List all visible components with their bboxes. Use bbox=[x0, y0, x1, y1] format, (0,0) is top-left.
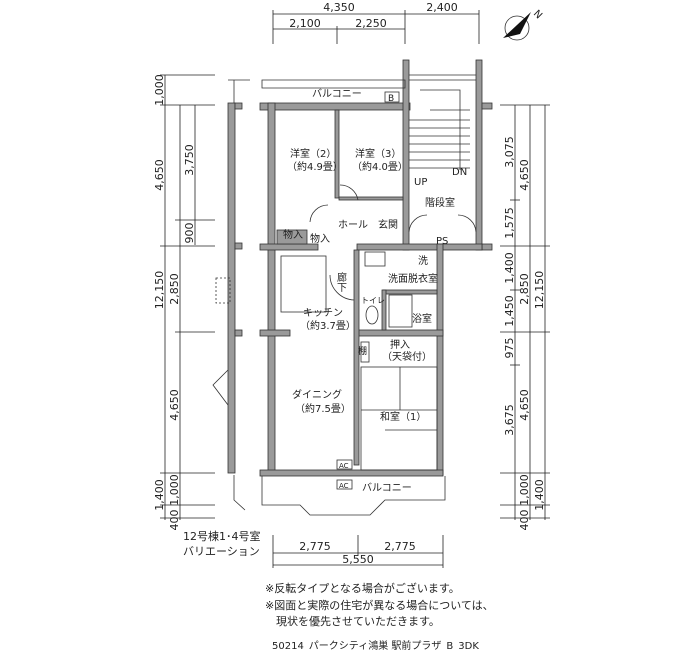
svg-text:（約7.5畳）: （約7.5畳） bbox=[295, 402, 351, 415]
fixtures bbox=[261, 74, 477, 516]
svg-text:物入: 物入 bbox=[283, 228, 303, 241]
svg-text:（約4.0畳）: （約4.0畳） bbox=[352, 160, 408, 173]
note-3: 現状を優先させていただきます。 bbox=[265, 615, 440, 628]
label-stairwell: 階段室 bbox=[425, 196, 455, 209]
svg-text:物入: 物入 bbox=[310, 232, 330, 245]
note-1: ※反転タイプとなる場合がございます。 bbox=[265, 582, 460, 595]
svg-text:400: 400 bbox=[168, 510, 181, 531]
svg-text:（約3.7畳）: （約3.7畳） bbox=[300, 319, 356, 332]
svg-text:5,550: 5,550 bbox=[342, 553, 374, 566]
svg-text:4,650: 4,650 bbox=[518, 159, 531, 191]
label-balcony-bottom: バルコニー bbox=[362, 482, 412, 494]
label-hall: ホール bbox=[338, 219, 368, 231]
svg-text:2,850: 2,850 bbox=[168, 273, 181, 305]
svg-text:1,575: 1,575 bbox=[503, 207, 516, 239]
label-kitchen: キッチン bbox=[303, 307, 343, 319]
svg-text:4,650: 4,650 bbox=[153, 159, 166, 191]
label-closet: 押入 bbox=[390, 338, 410, 351]
caption-line2: バリエーション bbox=[183, 545, 260, 558]
svg-text:トイレ: トイレ bbox=[361, 296, 385, 305]
svg-text:400: 400 bbox=[518, 510, 531, 531]
svg-text:1,400: 1,400 bbox=[153, 479, 166, 511]
svg-text:3,675: 3,675 bbox=[503, 404, 516, 436]
top-dimensions: 4,350 2,400 2,100 2,250 bbox=[272, 1, 480, 44]
svg-text:洗: 洗 bbox=[418, 255, 428, 267]
label-japanese: 和室（1） bbox=[380, 410, 426, 423]
svg-text:1,450: 1,450 bbox=[503, 295, 516, 327]
svg-text:AC: AC bbox=[339, 482, 349, 490]
label-dining: ダイニング bbox=[292, 388, 342, 401]
svg-text:4,650: 4,650 bbox=[518, 389, 531, 421]
label-western2: 洋室（2） bbox=[290, 147, 336, 160]
svg-text:（天袋付）: （天袋付） bbox=[382, 350, 432, 363]
svg-text:棚: 棚 bbox=[358, 345, 367, 357]
dim-top-total: 4,350 bbox=[323, 1, 355, 14]
svg-text:B: B bbox=[388, 94, 394, 104]
footer-code: 50214_パークシティ鴻巣 駅前プラザ_B_3DK bbox=[272, 641, 479, 650]
svg-text:2,850: 2,850 bbox=[518, 273, 531, 305]
dim-top-b: 2,250 bbox=[355, 17, 387, 30]
svg-text:1,400: 1,400 bbox=[533, 479, 546, 511]
svg-text:DN: DN bbox=[452, 167, 467, 178]
left-dimensions: 1,000 4,650 3,750 900 12,150 2,850 4,650… bbox=[153, 74, 215, 531]
svg-text:UP: UP bbox=[414, 177, 427, 188]
svg-text:4,650: 4,650 bbox=[168, 389, 181, 421]
label-western3: 洋室（3） bbox=[355, 147, 401, 160]
svg-text:廊下: 廊下 bbox=[335, 271, 347, 293]
label-washroom: 洗面脱衣室 bbox=[388, 272, 438, 285]
label-balcony-top: バルコニー bbox=[312, 88, 362, 100]
room-labels: バルコニー B 洋室（2）（約4.9畳） 洋室（3）（約4.0畳） UP DN 階… bbox=[283, 88, 467, 494]
svg-text:900: 900 bbox=[183, 223, 196, 244]
bottom-dimensions: 2,775 2,775 5,550 bbox=[272, 535, 444, 568]
compass-icon: N bbox=[503, 8, 544, 41]
svg-text:12,150: 12,150 bbox=[533, 271, 546, 310]
right-dimensions: 3,075 4,650 12,150 1,575 1,400 2,850 1,4… bbox=[500, 104, 550, 531]
walls bbox=[259, 59, 493, 477]
label-bath: 浴室 bbox=[412, 312, 432, 325]
svg-text:3,075: 3,075 bbox=[503, 136, 516, 168]
compass-label: N bbox=[531, 8, 544, 21]
svg-text:2,775: 2,775 bbox=[299, 540, 331, 553]
dim-top-a: 2,100 bbox=[289, 17, 321, 30]
svg-text:975: 975 bbox=[503, 338, 516, 359]
svg-text:1,000: 1,000 bbox=[153, 74, 166, 106]
dim-top-stair: 2,400 bbox=[426, 1, 458, 14]
svg-text:2,775: 2,775 bbox=[384, 540, 416, 553]
svg-text:1,000: 1,000 bbox=[518, 474, 531, 506]
svg-text:1,400: 1,400 bbox=[503, 252, 516, 284]
svg-text:12,150: 12,150 bbox=[153, 271, 166, 310]
caption-line1: 12号棟1･4号室 bbox=[183, 530, 261, 543]
svg-text:3,750: 3,750 bbox=[183, 144, 196, 176]
note-2: ※図面と実際の住宅が異なる場合については、 bbox=[265, 599, 494, 612]
svg-text:AC: AC bbox=[339, 462, 349, 470]
svg-text:PS: PS bbox=[436, 236, 448, 247]
svg-text:1,000: 1,000 bbox=[168, 474, 181, 506]
neighbor-unit bbox=[212, 79, 250, 511]
svg-text:（約4.9畳）: （約4.9畳） bbox=[287, 160, 343, 173]
label-entrance: 玄関 bbox=[378, 218, 398, 231]
